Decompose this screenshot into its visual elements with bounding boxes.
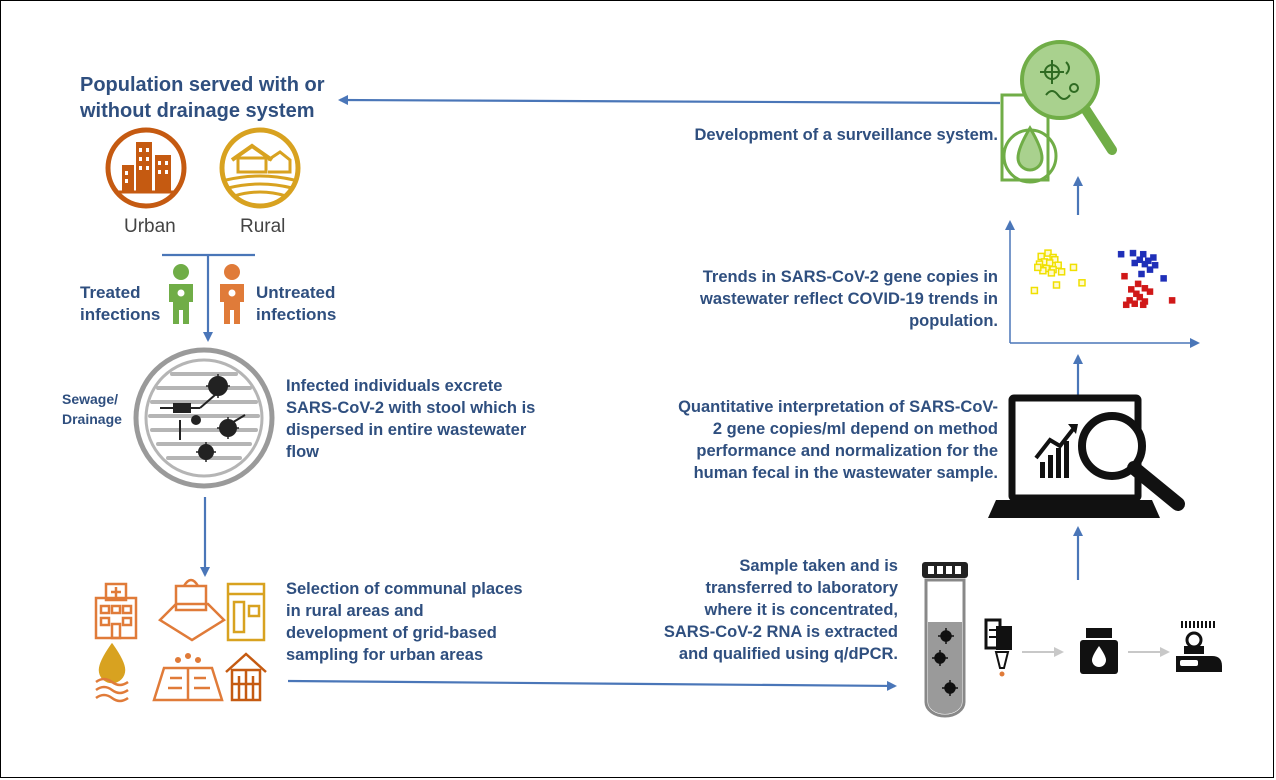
laptop-analysis-icon bbox=[988, 394, 1185, 518]
scatter-point-red bbox=[1134, 280, 1142, 288]
untreated-person-icon bbox=[220, 264, 244, 324]
scatter-point-red bbox=[1131, 300, 1138, 307]
trends-text: Trends in SARS-CoV-2 gene copies in wast… bbox=[699, 268, 998, 330]
scatter-point-blue bbox=[1131, 259, 1138, 267]
scatter-point-red bbox=[1128, 286, 1135, 293]
scatter-point-blue bbox=[1139, 250, 1147, 258]
flow-arrows bbox=[162, 95, 1083, 691]
scatter-point-red bbox=[1136, 293, 1144, 301]
arrow-places-to-tube bbox=[287, 679, 897, 691]
house-icon bbox=[225, 652, 267, 702]
scatter-point-yellow bbox=[1078, 279, 1086, 287]
scatter-point-red bbox=[1122, 301, 1130, 309]
scatter-point-blue bbox=[1129, 249, 1137, 257]
reagent-bottle-icon bbox=[1080, 628, 1118, 674]
sample-laboratory-text: Sample taken and is transferred to labor… bbox=[663, 557, 898, 663]
scatter-point-red bbox=[1121, 272, 1128, 280]
treated-infections-label: Treated infections bbox=[80, 283, 161, 324]
shopping-bag-icon bbox=[158, 578, 226, 642]
arrow-surveillance-to-population bbox=[338, 95, 1001, 106]
scatter-point-red bbox=[1133, 290, 1140, 298]
scatter-point-red bbox=[1139, 301, 1147, 309]
scatter-point-blue bbox=[1160, 275, 1167, 282]
population-heading: Population served with or without draina… bbox=[80, 74, 325, 122]
urban-buildings-icon bbox=[105, 127, 187, 209]
hospital-icon bbox=[94, 582, 138, 640]
market-stall-icon bbox=[152, 652, 224, 702]
scatter-point-blue bbox=[1117, 250, 1125, 258]
untreated-infections-label: Untreated infections bbox=[256, 283, 337, 324]
communal-places-text: Selection of communal places in rural ar… bbox=[286, 580, 523, 664]
scatter-point-yellow bbox=[1034, 263, 1042, 272]
scatter-point-blue bbox=[1145, 257, 1152, 265]
scatter-point-yellow bbox=[1030, 286, 1039, 295]
scatter-point-blue bbox=[1151, 261, 1159, 269]
scatter-point-blue bbox=[1138, 270, 1145, 278]
pcr-machine-icon bbox=[1176, 621, 1222, 672]
scatter-point-red bbox=[1168, 297, 1176, 304]
water-drop-icon bbox=[95, 642, 129, 703]
rural-label: Rural bbox=[240, 216, 286, 237]
scatter-point-blue bbox=[1150, 254, 1157, 261]
sewage-drainage-label: Sewage/ Drainage bbox=[62, 391, 122, 427]
infected-individuals-text: Infected individuals excrete SARS-CoV-2 … bbox=[286, 377, 536, 461]
surveillance-magnifier-icon bbox=[1000, 40, 1117, 184]
scatter-point-yellow bbox=[1047, 269, 1056, 277]
building-icon bbox=[226, 582, 266, 642]
treated-person-icon bbox=[169, 264, 193, 324]
scatter-point-red bbox=[1141, 285, 1149, 292]
scatter-point-blue bbox=[1146, 266, 1154, 273]
scatter-chart bbox=[1005, 220, 1200, 348]
pipette-icon bbox=[984, 618, 1012, 677]
scatter-point-yellow bbox=[1069, 263, 1078, 272]
scatter-point-yellow bbox=[1052, 281, 1061, 289]
urban-label: Urban bbox=[124, 216, 176, 237]
scatter-point-blue bbox=[1136, 256, 1144, 263]
rural-farm-icon bbox=[219, 127, 301, 209]
sample-tube-icon bbox=[922, 562, 968, 718]
scatter-point-red bbox=[1146, 288, 1154, 295]
surveillance-system-text: Development of a surveillance system. bbox=[694, 126, 998, 144]
scatter-point-blue bbox=[1141, 260, 1149, 268]
scatter-point-yellow bbox=[1057, 268, 1066, 276]
scatter-point-red bbox=[1126, 297, 1133, 304]
scatter-points bbox=[1030, 249, 1176, 309]
sewer-manhole-virus-icon bbox=[133, 347, 275, 489]
quantitative-interpretation-text: Quantitative interpretation of SARS-CoV-… bbox=[678, 398, 998, 482]
scatter-point-yellow bbox=[1044, 249, 1052, 257]
